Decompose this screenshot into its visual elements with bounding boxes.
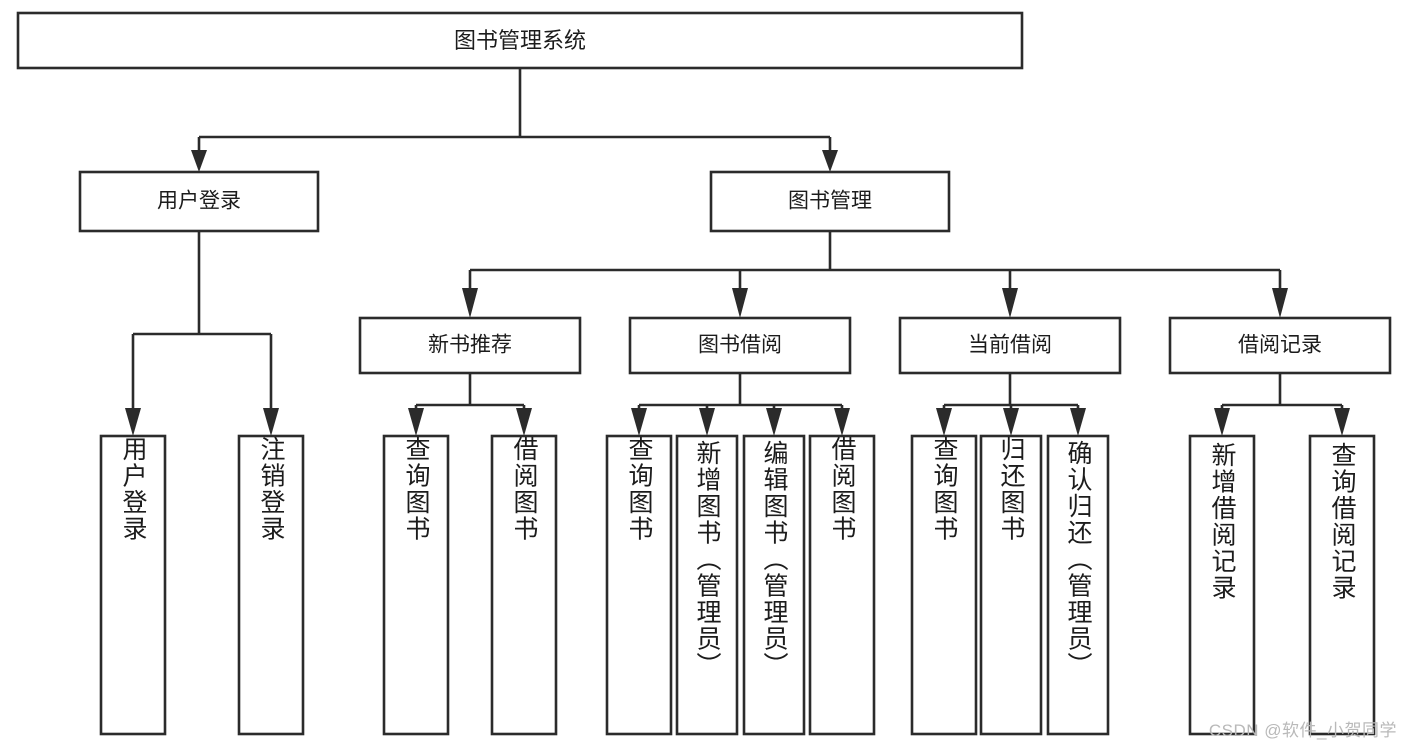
arrow-leaf-add-record xyxy=(1214,408,1230,436)
node-borrow-record[interactable] xyxy=(1168,316,1392,375)
node-current-borrow-label: 当前借阅 xyxy=(968,334,1052,357)
node-leaf-return-book[interactable] xyxy=(979,434,1043,736)
node-user-login[interactable] xyxy=(78,170,320,233)
arrow-leaf-return-book xyxy=(1003,408,1019,436)
arrow-to-current-borrow xyxy=(1002,288,1018,318)
arrow-leaf-query-book-2 xyxy=(631,408,647,436)
arrow-leaf-query-book-1 xyxy=(408,408,424,436)
node-leaf-add-record[interactable] xyxy=(1188,434,1256,736)
node-leaf-borrow-book-1[interactable] xyxy=(490,434,558,736)
node-new-book-recommend[interactable] xyxy=(358,316,582,375)
node-book-manage-label: 图书管理 xyxy=(788,190,872,213)
node-leaf-borrow-book-2[interactable] xyxy=(808,434,876,736)
arrow-leaf-add-book xyxy=(699,408,715,436)
node-borrow-record-label: 借阅记录 xyxy=(1238,334,1322,357)
node-book-borrow-label: 图书借阅 xyxy=(698,334,782,357)
node-leaf-query-book-2[interactable] xyxy=(605,434,673,736)
arrow-leaf-borrow-book-2 xyxy=(834,408,850,436)
arrow-leaf-confirm-return xyxy=(1070,408,1086,436)
arrow-leaf-query-record xyxy=(1334,408,1350,436)
node-leaf-user-login[interactable] xyxy=(99,434,167,736)
arrow-leaf-borrow-book-1 xyxy=(516,408,532,436)
node-leaf-query-record[interactable] xyxy=(1308,434,1376,736)
node-book-borrow[interactable] xyxy=(628,316,852,375)
node-user-login-label: 用户登录 xyxy=(157,190,241,213)
node-root[interactable] xyxy=(16,11,1024,70)
node-new-book-recommend-label: 新书推荐 xyxy=(428,334,512,357)
arrow-leaf-logout-login xyxy=(263,408,279,436)
arrow-to-book-manage xyxy=(822,150,838,172)
node-leaf-edit-book[interactable] xyxy=(742,434,806,736)
arrow-to-user-login xyxy=(191,150,207,172)
node-book-manage[interactable] xyxy=(709,170,951,233)
node-layer: 图书管理系统 用户登录 图书管理 新书推荐 图书借阅 当前借阅 借阅记录 xyxy=(16,11,1392,736)
node-leaf-query-book-1[interactable] xyxy=(382,434,450,736)
arrow-to-borrow-record xyxy=(1272,288,1288,318)
node-leaf-query-book-3[interactable] xyxy=(910,434,978,736)
node-leaf-add-book[interactable] xyxy=(675,434,739,736)
arrow-to-book-borrow xyxy=(732,288,748,318)
csdn-watermark: CSDN @软件_小贺同学 xyxy=(1208,721,1397,740)
arrow-leaf-edit-book xyxy=(766,408,782,436)
node-current-borrow[interactable] xyxy=(898,316,1122,375)
arrow-leaf-user-login xyxy=(125,408,141,436)
node-leaf-confirm-return[interactable] xyxy=(1046,434,1110,736)
arrow-to-new-book-recommend xyxy=(462,288,478,318)
node-root-label: 图书管理系统 xyxy=(454,28,586,53)
arrow-leaf-query-book-3 xyxy=(936,408,952,436)
node-leaf-logout-login[interactable] xyxy=(237,434,305,736)
edge-layer xyxy=(125,68,1350,436)
